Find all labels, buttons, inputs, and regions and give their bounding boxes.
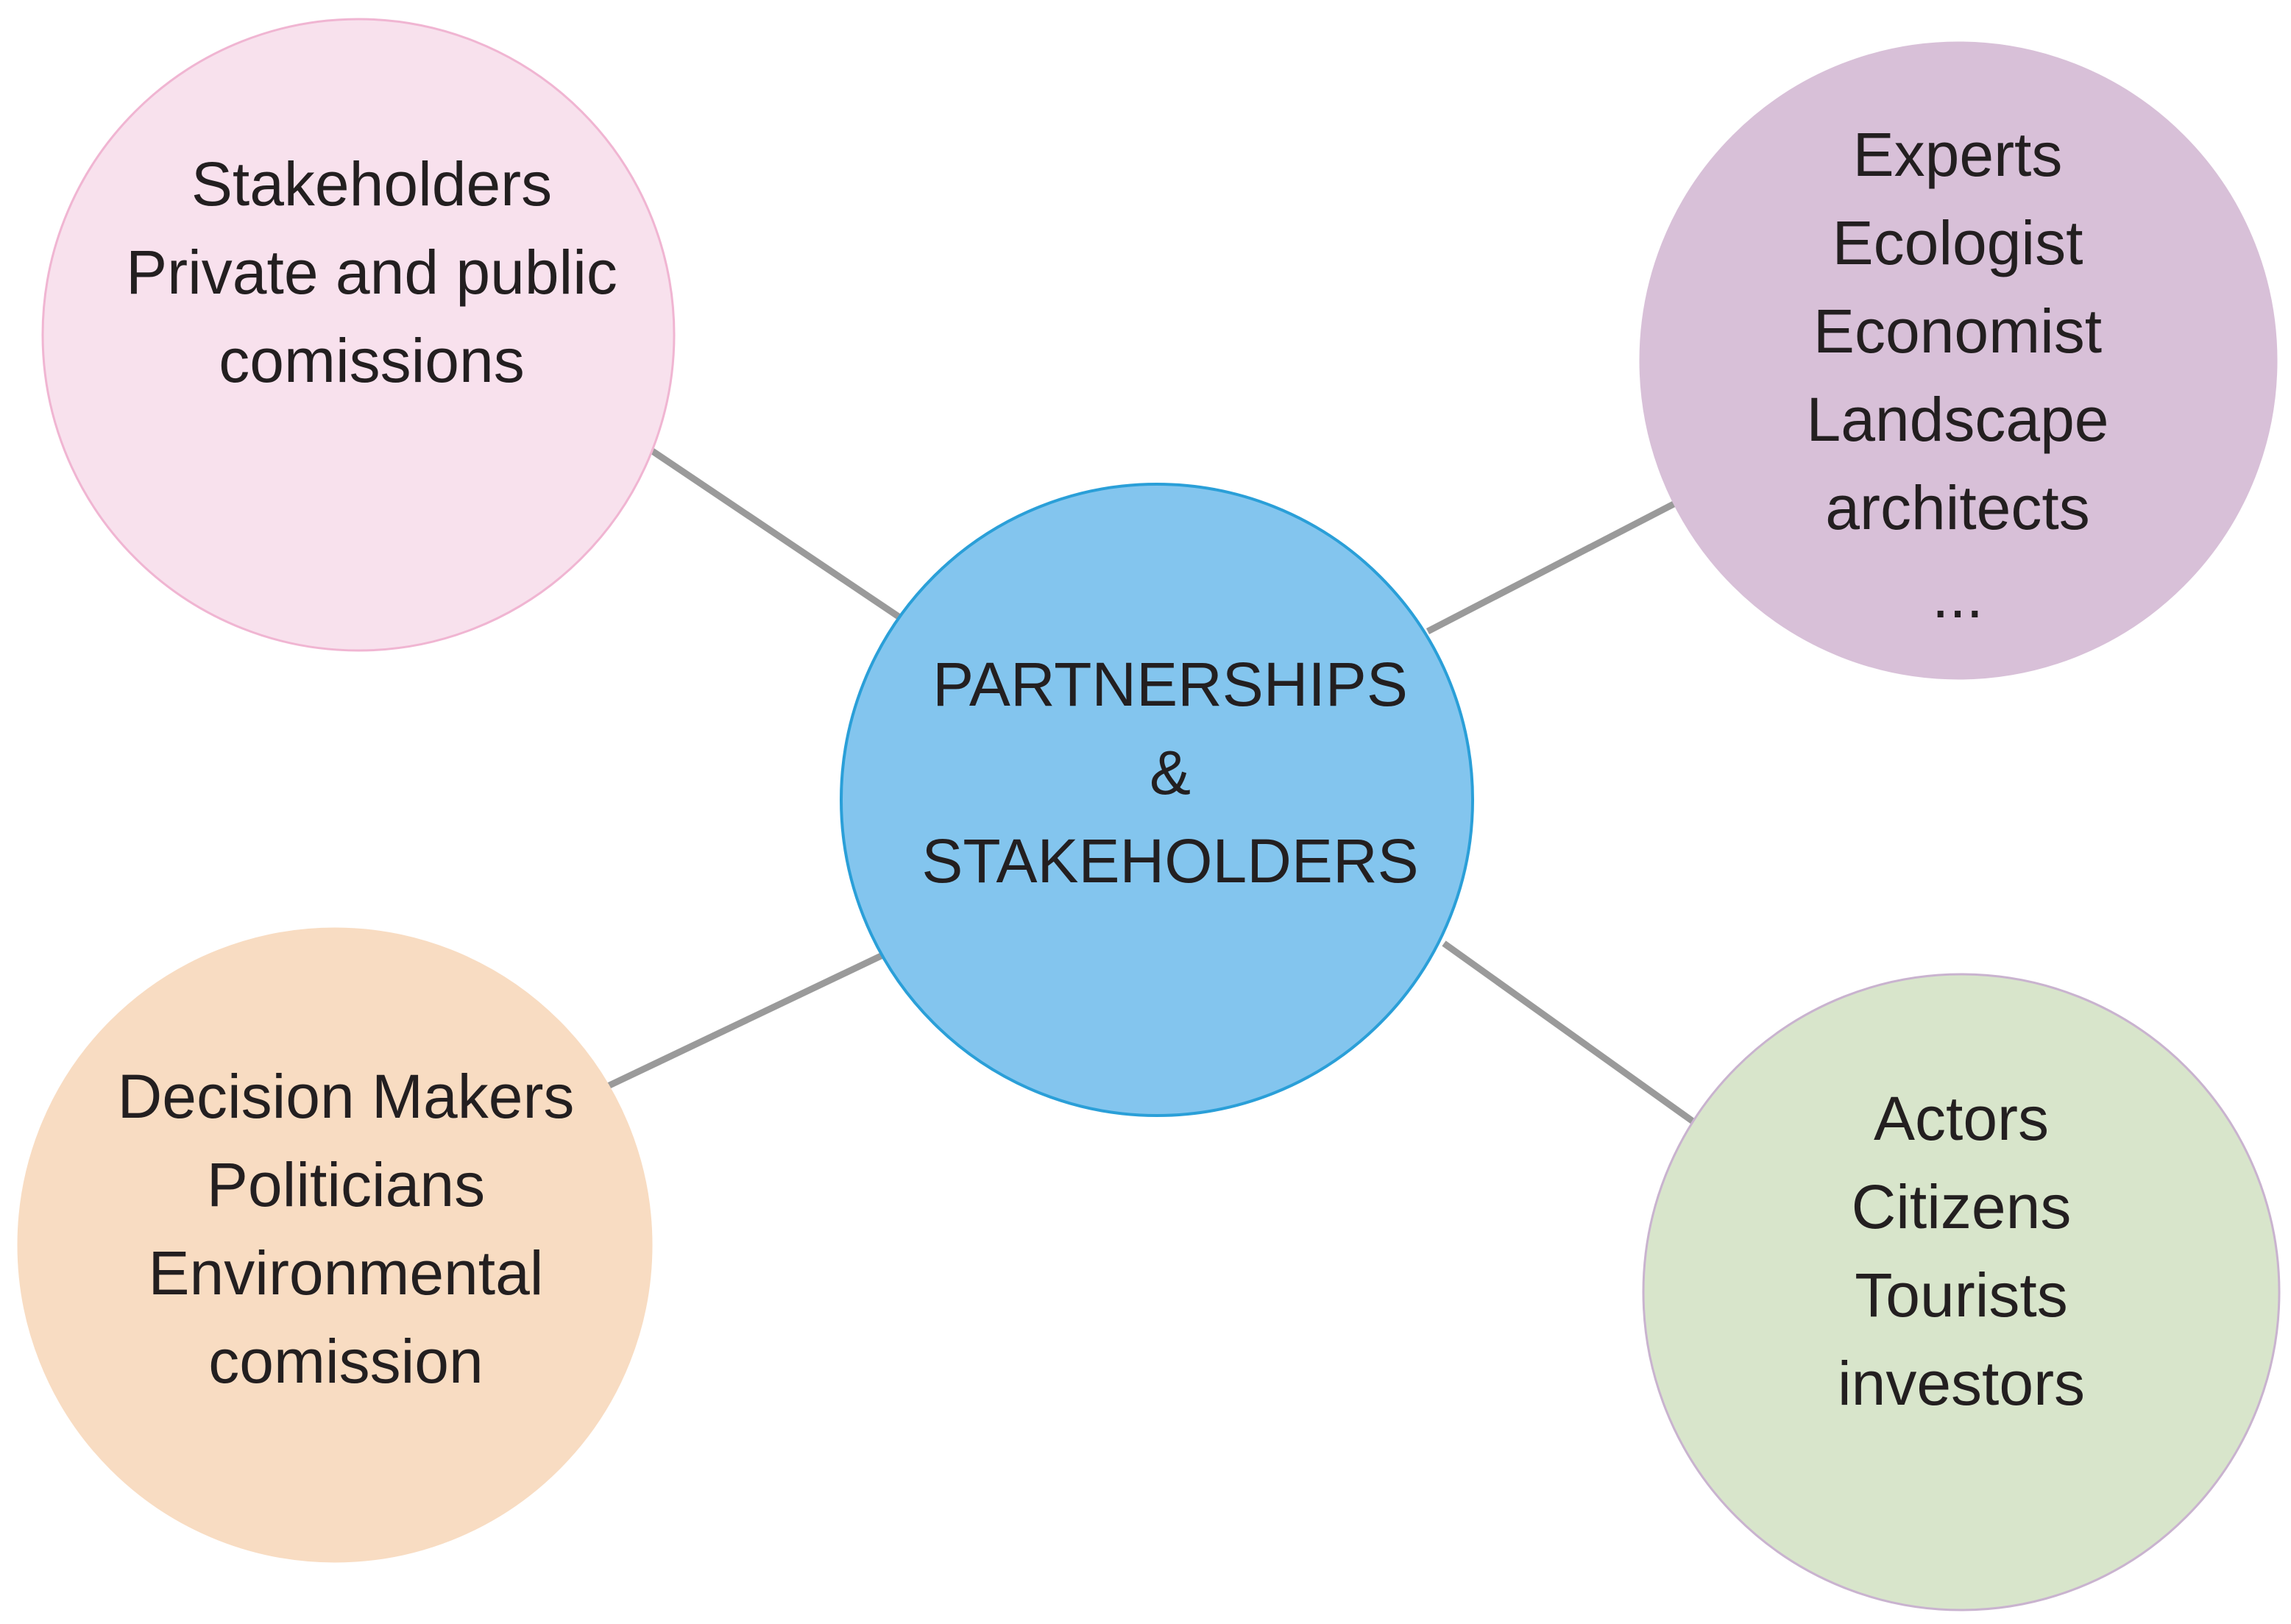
decision-makers-label: Decision Makers Politicians Environmenta…	[29, 1038, 662, 1420]
decision-makers-line-2: Politicians	[206, 1150, 486, 1219]
actors-line-3: Tourists	[1855, 1260, 2068, 1330]
experts-line-2: Ecologist	[1832, 208, 2083, 277]
experts-circle	[1639, 41, 2278, 680]
actors-line-4: investors	[1837, 1349, 2086, 1418]
experts-line-1: Experts	[1852, 120, 2063, 189]
experts-label: Experts Ecologist Economist Landscape ar…	[1663, 110, 2252, 640]
experts-line-3: Economist	[1813, 297, 2103, 366]
connector-stakeholders	[649, 447, 905, 623]
center-line-3: STAKEHOLDERS	[921, 826, 1419, 896]
connector-experts	[1426, 499, 1680, 634]
decision-makers-line-3: Environmental	[148, 1238, 544, 1308]
stakeholders-line-3: comissions	[219, 326, 525, 395]
experts-line-4: Landscape	[1806, 385, 2109, 454]
stakeholders-line-1: Stakeholders	[191, 149, 553, 219]
center-label: PARTNERSHIPS & STAKEHOLDERS	[846, 648, 1494, 898]
decision-makers-circle	[17, 927, 653, 1563]
connector-decision-makers	[606, 947, 893, 1090]
actors-circle	[1642, 973, 2281, 1611]
center-line-1: PARTNERSHIPS	[932, 650, 1408, 719]
stakeholders-label: Stakeholders Private and public comissio…	[44, 125, 699, 419]
stakeholders-line-2: Private and public	[126, 238, 617, 307]
experts-line-5: architects	[1825, 473, 2090, 542]
decision-makers-line-1: Decision Makers	[117, 1062, 575, 1131]
center-line-2: &	[1149, 738, 1191, 807]
connector-actors	[1442, 940, 1699, 1127]
experts-line-6: ...	[1931, 561, 1983, 631]
decision-makers-line-4: comission	[208, 1327, 484, 1396]
center-circle	[840, 483, 1474, 1117]
actors-label: Actors Citizens Tourists investors	[1667, 1060, 2256, 1442]
actors-line-2: Citizens	[1851, 1172, 2072, 1241]
stakeholders-circle	[41, 18, 676, 652]
actors-line-1: Actors	[1873, 1084, 2050, 1153]
